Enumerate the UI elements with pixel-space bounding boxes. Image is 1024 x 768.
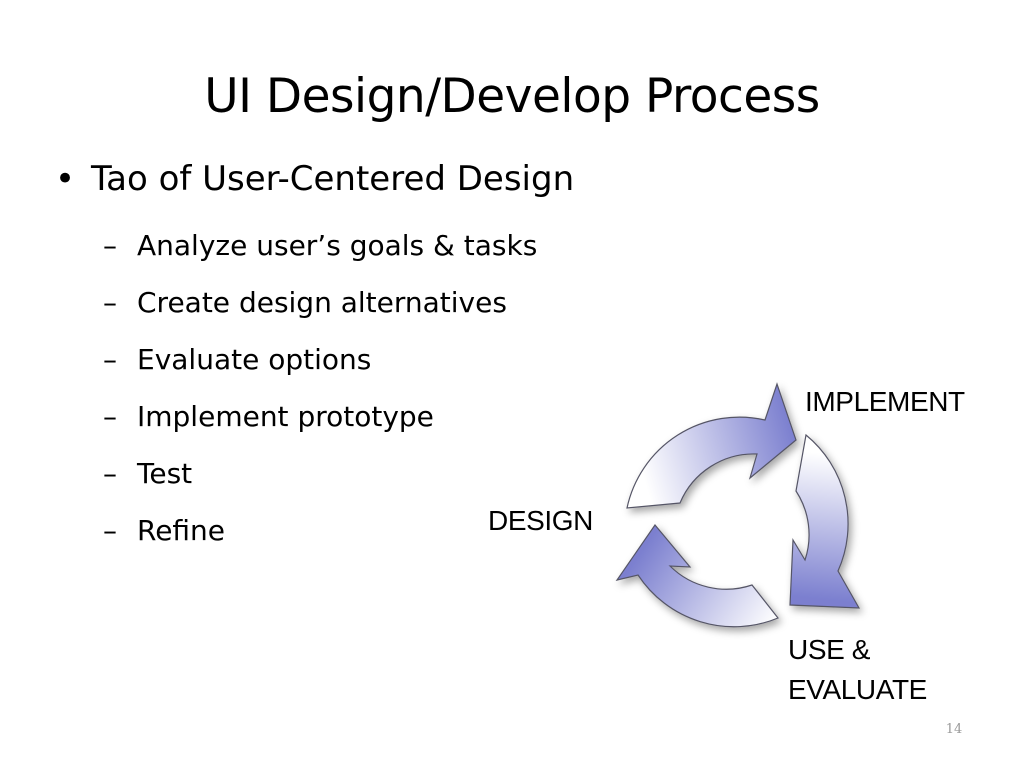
sub-bullet-text: Analyze user’s goals & tasks (137, 229, 538, 262)
sub-bullet-item: –Create design alternatives (103, 274, 537, 331)
sub-bullet-text: Refine (137, 514, 226, 547)
sub-bullet-marker: – (103, 400, 117, 433)
cycle-arrow-icon (626, 382, 797, 509)
sub-bullet-marker: – (103, 286, 117, 319)
label-use: USE & (788, 634, 871, 665)
bullet-item: • Tao of User-Centered Design (55, 155, 574, 203)
sub-bullet-text: Evaluate options (137, 343, 372, 376)
cycle-diagram (615, 382, 861, 628)
sub-bullet-list: –Analyze user’s goals & tasks –Create de… (103, 217, 537, 559)
sub-bullet-item: –Evaluate options (103, 331, 537, 388)
sub-bullet-item: –Test (103, 445, 537, 502)
sub-bullet-text: Implement prototype (137, 400, 434, 433)
sub-bullet-marker: – (103, 229, 117, 262)
page-number: 14 (945, 722, 963, 737)
slide-title: UI Design/Develop Process (204, 69, 820, 124)
sub-bullet-item: –Refine (103, 502, 537, 559)
bullet-marker: • (55, 159, 76, 199)
label-implement: IMPLEMENT (805, 386, 965, 417)
sub-bullet-text: Test (137, 457, 193, 490)
sub-bullet-item: –Analyze user’s goals & tasks (103, 217, 537, 274)
label-evaluate: EVALUATE (788, 674, 927, 705)
cycle-arrow-icon (615, 524, 779, 628)
sub-bullet-marker: – (103, 343, 117, 376)
sub-bullet-item: –Implement prototype (103, 388, 537, 445)
label-design: DESIGN (488, 505, 593, 536)
sub-bullet-text: Create design alternatives (137, 286, 507, 319)
sub-bullet-marker: – (103, 457, 117, 490)
cycle-arrow-icon (789, 433, 861, 609)
bullet-text: Tao of User-Centered Design (91, 159, 575, 199)
sub-bullet-marker: – (103, 514, 117, 547)
